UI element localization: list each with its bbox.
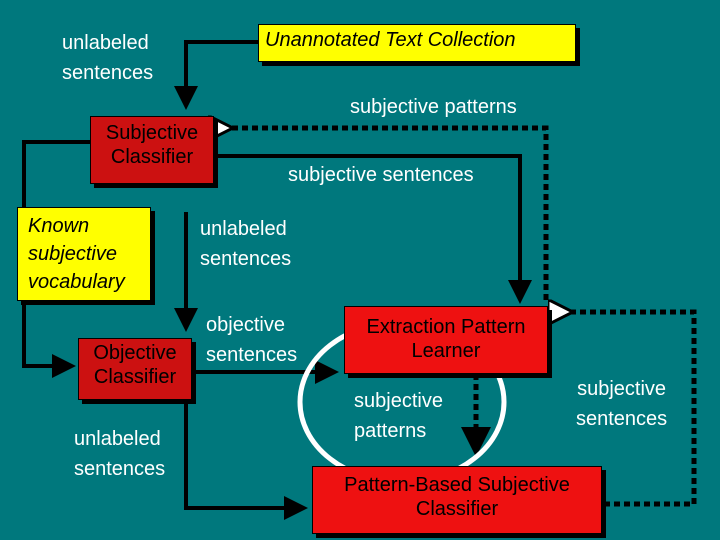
arrow-sentences-feedback-dotted bbox=[568, 312, 697, 507]
label-subjective-sentences-right: subjective sentences bbox=[576, 374, 667, 434]
label-subjective-sentences-mid: subjective sentences bbox=[288, 160, 474, 190]
label-unlabeled-sentences-top: unlabeled sentences bbox=[62, 28, 153, 88]
extraction-pattern-learner-line-1: Extraction Pattern bbox=[366, 316, 526, 338]
label-subjective-patterns-bottom-line-1: subjective bbox=[354, 390, 443, 412]
label-unlabeled-bottom-line-2: sentences bbox=[74, 458, 166, 480]
objective-classifier-box: Objective Classifier bbox=[78, 338, 192, 400]
extraction-pattern-learner-box: Extraction Pattern Learner bbox=[344, 306, 548, 374]
label-objective-sentences-line-2: sentences bbox=[206, 344, 298, 366]
extraction-pattern-learner-line-2: Learner bbox=[411, 340, 481, 362]
arrow-patterns-feedback-dotted bbox=[228, 128, 549, 300]
label-subjective-patterns-top: subjective patterns bbox=[350, 92, 517, 122]
label-subjective-patterns-bottom: subjective patterns bbox=[354, 386, 443, 446]
label-unlabeled-mid-line-1: unlabeled bbox=[200, 218, 287, 240]
label-unlabeled-top-line-1: unlabeled bbox=[62, 32, 149, 54]
label-objective-sentences-line-1: objective bbox=[206, 314, 285, 336]
label-subjective-patterns-bottom-line-2: patterns bbox=[354, 420, 427, 442]
subjective-classifier-line-1: Subjective bbox=[105, 122, 199, 144]
pattern-based-classifier-box: Pattern-Based Subjective Classifier bbox=[312, 466, 602, 534]
unannotated-collection-box: Unannotated Text Collection bbox=[258, 24, 576, 62]
known-vocabulary-line-2: subjective bbox=[28, 243, 117, 265]
pattern-based-classifier-line-2: Classifier bbox=[415, 498, 499, 520]
known-vocabulary-line-3: vocabulary bbox=[28, 271, 125, 293]
label-unlabeled-mid-line-2: sentences bbox=[200, 248, 292, 270]
unannotated-collection-label: Unannotated Text Collection bbox=[265, 29, 516, 51]
subjective-classifier-box: Subjective Classifier bbox=[90, 116, 214, 184]
label-unlabeled-top-line-2: sentences bbox=[62, 62, 154, 84]
objective-classifier-line-2: Classifier bbox=[93, 366, 177, 388]
subjective-classifier-line-2: Classifier bbox=[110, 146, 194, 168]
known-vocabulary-box: Known subjective vocabulary bbox=[17, 207, 151, 301]
pattern-based-classifier-line-1: Pattern-Based Subjective bbox=[344, 474, 570, 496]
label-subjective-sentences-mid-text: subjective sentences bbox=[288, 164, 474, 186]
label-subjective-sentences-right-line-1: subjective bbox=[577, 378, 667, 400]
arrow-collection-to-subjective-classifier bbox=[174, 40, 258, 110]
known-vocabulary-line-1: Known bbox=[28, 215, 90, 237]
label-unlabeled-sentences-bottom: unlabeled sentences bbox=[74, 424, 165, 484]
label-subjective-patterns-top-text: subjective patterns bbox=[350, 96, 517, 118]
label-unlabeled-sentences-mid: unlabeled sentences bbox=[200, 214, 291, 274]
arrow-subjective-sentences-to-learner bbox=[215, 154, 532, 304]
label-subjective-sentences-right-line-2: sentences bbox=[576, 408, 668, 430]
objective-classifier-line-1: Objective bbox=[93, 342, 177, 364]
arrow-unlabeled-to-pattern-classifier bbox=[184, 400, 308, 520]
label-objective-sentences: objective sentences bbox=[206, 310, 297, 370]
label-unlabeled-bottom-line-1: unlabeled bbox=[74, 428, 161, 450]
